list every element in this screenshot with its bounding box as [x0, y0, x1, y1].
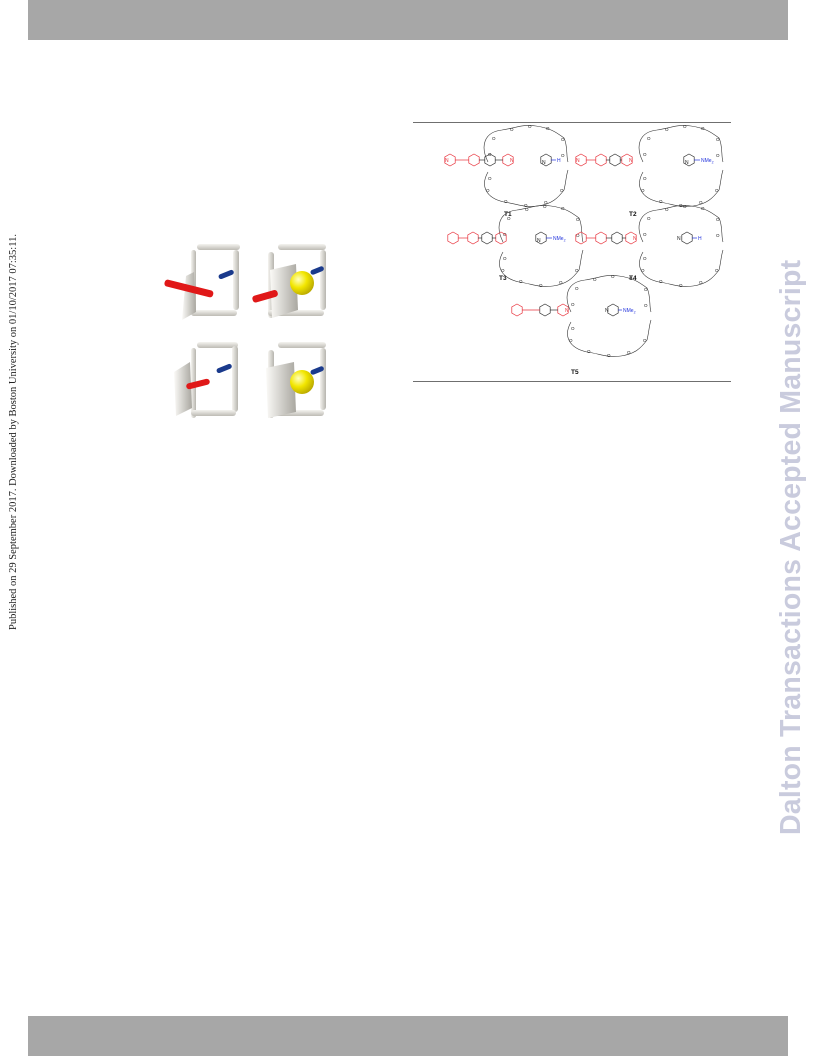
footer-bar: [28, 1016, 788, 1056]
cage-b: [252, 244, 326, 318]
svg-text:T2: T2: [629, 211, 637, 218]
svg-text:H: H: [698, 236, 702, 242]
compound-t3: N NMe2 T3: [447, 204, 584, 288]
svg-text:N: N: [537, 238, 541, 244]
rotaxane-cage-figure: [164, 244, 326, 418]
scheme-top-rule: [413, 122, 731, 124]
cage-d: [266, 342, 326, 418]
svg-text:N: N: [605, 308, 609, 314]
svg-text:N: N: [576, 158, 580, 164]
svg-text:N: N: [629, 158, 633, 164]
publication-stamp: Published on 29 September 2017. Download…: [8, 234, 19, 630]
cage-a: [164, 244, 240, 320]
compound-t4: N N H T4: [575, 204, 724, 288]
svg-text:H: H: [557, 158, 561, 164]
compound-t1: N N N H T1: [444, 124, 569, 218]
cage-c: [174, 342, 238, 418]
svg-text:T4: T4: [629, 275, 637, 282]
svg-text:N: N: [633, 236, 637, 242]
svg-text:T5: T5: [571, 369, 579, 376]
compound-t5: N N NMe2 T5: [511, 274, 652, 376]
svg-text:N: N: [542, 160, 546, 166]
svg-text:N: N: [565, 308, 569, 314]
svg-text:N: N: [685, 160, 689, 166]
svg-text:N: N: [445, 158, 449, 164]
svg-text:N: N: [510, 158, 514, 164]
svg-text:N: N: [677, 236, 681, 242]
svg-text:T3: T3: [499, 275, 507, 282]
compound-t2: N N N NMe2 T2: [575, 124, 724, 218]
scheme-bottom-rule: [413, 381, 731, 383]
header-bar: [28, 0, 788, 40]
macrocycle-structures-scheme: O O O O O O O O O O O O O N N: [444, 124, 724, 376]
svg-text:NMe2: NMe2: [701, 158, 714, 165]
svg-text:NMe2: NMe2: [553, 236, 566, 243]
journal-watermark: Dalton Transactions Accepted Manuscript: [775, 259, 807, 835]
svg-text:NMe2: NMe2: [623, 308, 636, 315]
svg-text:T1: T1: [504, 211, 512, 218]
